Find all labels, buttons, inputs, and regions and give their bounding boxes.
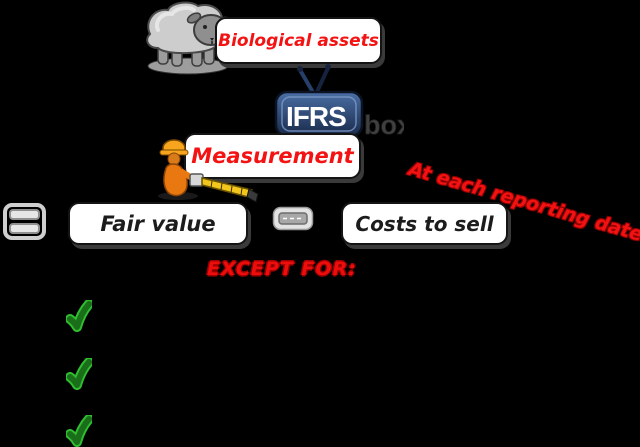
- ifrs-logo-box-text: box: [364, 110, 404, 140]
- biological-assets-label: Biological assets: [218, 30, 379, 51]
- worker-tape-measure-icon: [158, 139, 259, 203]
- ifrsbox-logo: IFRS box: [274, 64, 404, 140]
- except-for-heading: EXCEPT FOR:: [207, 258, 357, 280]
- check-icon: [66, 358, 92, 390]
- biological-assets-node: Biological assets: [215, 17, 382, 64]
- equals-icon: [3, 203, 46, 240]
- costs-to-sell-label: Costs to sell: [355, 211, 494, 236]
- costs-to-sell-node: Costs to sell: [341, 202, 508, 245]
- ifrs-logo-text: IFRS: [286, 101, 346, 132]
- fair-value-label: Fair value: [100, 211, 216, 236]
- check-icon: [66, 415, 92, 447]
- measurement-label: Measurement: [191, 144, 354, 168]
- check-icon: [66, 300, 92, 332]
- measurement-node: Measurement: [184, 133, 361, 179]
- fair-value-node: Fair value: [68, 202, 248, 245]
- minus-icon: [272, 206, 314, 231]
